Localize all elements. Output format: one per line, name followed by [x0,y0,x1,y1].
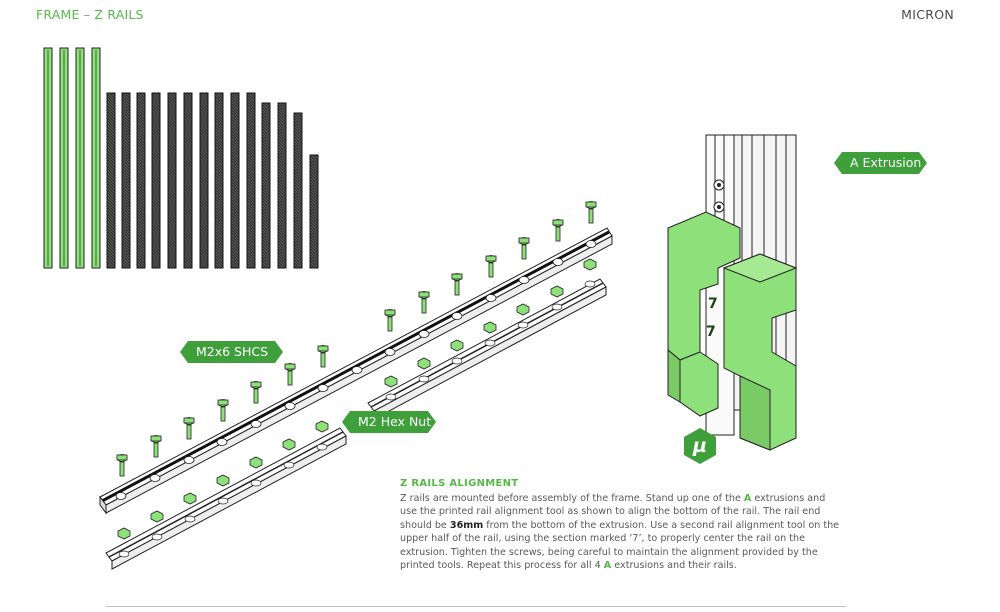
z-rail-short [105,427,347,570]
extrusion-bar [106,92,116,269]
svg-text:7: 7 [708,296,718,312]
extrusion-ref: A [743,493,752,504]
footer-divider [106,606,846,607]
extrusion-ref: A [603,560,612,572]
paragraph-text: extrusions and their rails. [611,560,737,572]
micron-logo-glyph: µ [693,435,707,457]
extrusion-bar [214,92,224,269]
extrusion-bar [151,92,161,269]
extrusion-bar [199,92,209,269]
extrusion-bar [293,112,303,269]
extrusion-bar [183,92,193,269]
extrusion-bar [261,102,271,269]
offset-value: 36mm [449,519,484,531]
extrusion-bar [309,154,319,269]
hex-nuts [117,258,597,540]
brand-name: MICRON [901,7,954,22]
extrusion-bar [277,102,287,269]
paragraph-text: extrusions and use the printed rail alig… [400,493,826,531]
z-rail-front [99,227,613,515]
callout-m2-hex-nut: M2 Hex Nut [342,411,436,433]
micron-logo [684,428,716,464]
shcs-screws [116,201,597,477]
extrusion-bar [167,92,177,269]
paragraph-text: from the bottom of the extrusion. Use a … [400,519,840,572]
extrusion-bar [246,92,256,269]
instructions-block: Z RAILS ALIGNMENT Z rails are mounted be… [400,478,840,572]
paragraph-text: Z rails are mounted before assembly of t… [400,493,744,504]
page-section-title: FRAME – Z RAILS [36,7,144,22]
section-heading: Z RAILS ALIGNMENT [400,478,519,489]
extrusion-assembly: 7 7 [667,134,798,451]
callout-a-extrusion: A Extrusion [834,152,927,174]
svg-text:7: 7 [706,324,716,340]
extrusion-bar [230,92,240,269]
extrusion-lineup [43,47,319,269]
callout-m2x6-shcs: M2x6 SHCS [180,341,283,363]
extrusion-bar [136,92,146,269]
instructions-paragraph: Z rails are mounted before assembly of t… [400,492,840,572]
extrusion-bar [121,92,131,269]
